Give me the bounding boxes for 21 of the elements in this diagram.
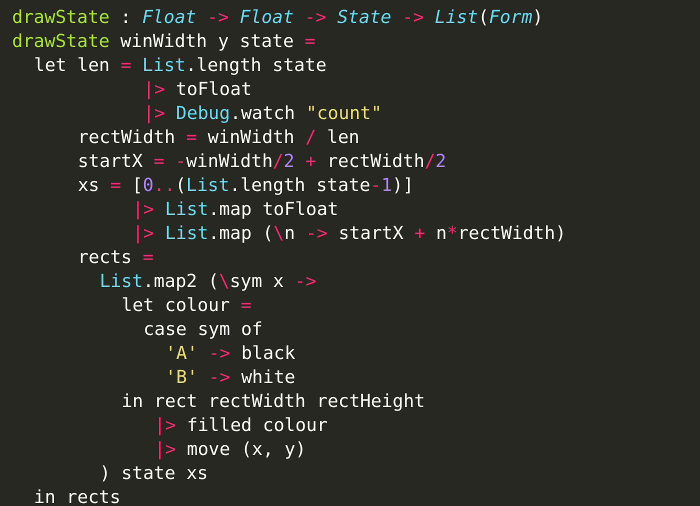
code-line: List.map2 (\sym x -> (100, 270, 316, 294)
code-line: |> filled colour (154, 414, 328, 438)
code-line: |> move (x, y) (154, 438, 306, 462)
code-line: |> Debug.watch "count" (143, 102, 382, 126)
code-line: ) state xs (100, 462, 208, 486)
code-line: in rect rectWidth rectHeight (122, 390, 425, 414)
code-line: xs = [0..(List.length state-1)] (78, 174, 414, 198)
code-line: let len = List.length state (34, 54, 327, 78)
code-line: let colour = (122, 294, 252, 318)
code-line: rects = (78, 246, 154, 270)
code-line: in rects (34, 486, 121, 506)
code-line: |> List.map (\n -> startX + n*rectWidth) (132, 222, 566, 246)
code-line: |> List.map toFloat (132, 198, 338, 222)
code-line: case sym of (143, 318, 263, 342)
code-line: drawState : Float -> Float -> State -> List(Form) (12, 6, 544, 30)
code-line: |> toFloat (143, 78, 252, 102)
code-line: rectWidth = winWidth / len (78, 126, 360, 150)
code-line: drawState winWidth y state = (12, 30, 316, 54)
code-line: 'B' -> white (165, 366, 296, 390)
code-line: startX = -winWidth/2 + rectWidth/2 (78, 150, 446, 174)
code-line: 'A' -> black (165, 342, 296, 366)
